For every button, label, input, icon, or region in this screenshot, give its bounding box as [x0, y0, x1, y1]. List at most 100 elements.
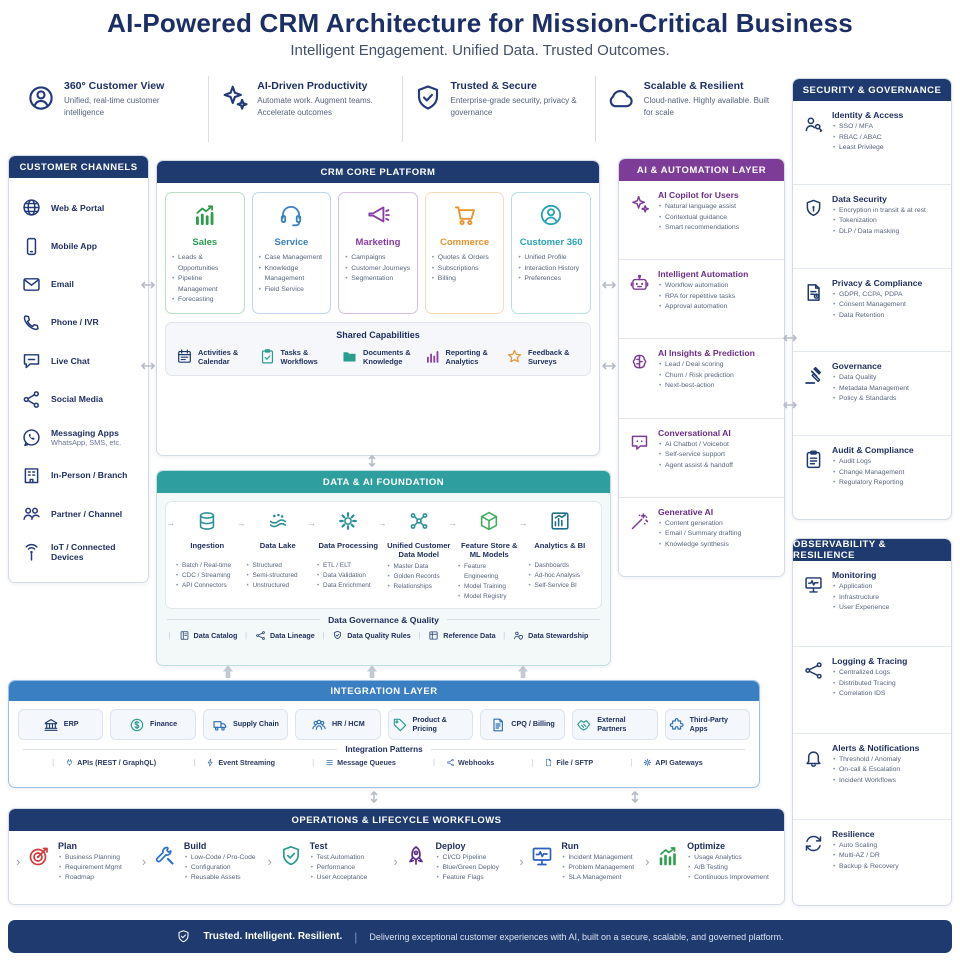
bullet-item: Self-service support [658, 450, 733, 461]
bullet-item: Threshold / Anomaly [832, 755, 919, 766]
monitor-icon [530, 844, 554, 868]
crm-module-card: Commerce Quotes & OrdersSubscriptionsBil… [424, 192, 505, 314]
stage-title: Data Lake [259, 541, 296, 550]
bullet-item: AI Chatbot / Voicebot [658, 440, 733, 451]
clipboard-check-icon [259, 348, 276, 365]
observability-section-title: Alerts & Notifications [832, 742, 920, 753]
value-prop: Trusted & Secure Enterprise-grade securi… [401, 76, 595, 142]
bullet-item: RPA for repetitive tasks [658, 292, 748, 303]
observability-section-title: Monitoring [832, 570, 877, 580]
shared-capability-item: Activities & Calendar [176, 348, 250, 367]
governance-label: Reference Data [443, 630, 496, 640]
governance-label: Data Lineage [269, 630, 315, 640]
footer-description: Delivering exceptional customer experien… [369, 931, 784, 942]
channel-label: Messaging Apps [51, 427, 119, 438]
security-section-title: Identity & Access [832, 110, 904, 120]
bullet-item: Configuration [184, 863, 256, 873]
bullet-item: Regulatory Reporting [832, 478, 914, 489]
channel-item: IoT / Connected Devices [21, 542, 142, 563]
shield-check-icon [413, 83, 443, 113]
system-label: ERP [63, 719, 79, 729]
lifecycle-stage: Build Low-Code / Pro-CodeConfigurationRe… [142, 838, 271, 883]
lineage-icon [803, 660, 824, 681]
bullet-item: Self-Service BI [528, 581, 593, 591]
governance-item: Data Lineage [245, 630, 321, 641]
module-bullets: CampaignsCustomer JourneysSegmentation [344, 253, 412, 285]
footer-bar: Trusted. Intelligent. Resilient. | Deliv… [8, 920, 952, 953]
observability-section: Alerts & Notifications Threshold / Anoma… [793, 732, 951, 819]
value-prop: 360° Customer View Unified, real-time cu… [16, 76, 208, 142]
bullet-item: Contextual guidance [658, 213, 739, 224]
value-prop-desc: Enterprise-grade security, privacy & gov… [450, 96, 577, 117]
bullet-item: Smart recommendations [658, 223, 739, 234]
stage-title: Feature Store & ML Models [460, 541, 518, 560]
connector-arrow [600, 277, 618, 295]
bullet-item: Feature Flags [435, 873, 499, 883]
bullet-item: Change Management [832, 468, 914, 479]
pattern-item: API Gateways [630, 758, 711, 767]
sparkles-icon [629, 194, 650, 215]
bullet-item: CDC / Streaming [175, 571, 240, 581]
ai-section-title: Generative AI [658, 506, 714, 517]
connector-arrow [630, 789, 640, 810]
system-label: Third-Party Apps [689, 715, 728, 733]
ai-section: AI Insights & Prediction Lead / Deal sco… [619, 338, 784, 417]
bullet-item: Requirement Mgmt [58, 863, 122, 873]
bullet-item: Correlation IDS [832, 689, 907, 700]
integration-system-card: ERP [18, 709, 104, 741]
lifecycle-stage: Run Incident ManagementProblem Managemen… [519, 838, 648, 883]
shared-capability-label: Tasks & Workflows [280, 347, 318, 366]
bullet-item: RBAC / ABAC [832, 133, 903, 144]
lifecycle-stage: Test Test AutomationPerformanceUser Acce… [268, 838, 397, 883]
bullet-item: Low-Code / Pro-Code [184, 853, 256, 863]
security-section-title: Governance [832, 361, 882, 372]
bullet-item: Dashboards [528, 561, 593, 571]
shared-capability-item: Documents & Knowledge [341, 348, 415, 367]
connector-arrow [139, 277, 157, 295]
stage-title: Build [183, 841, 207, 851]
module-title: Customer 360 [519, 237, 583, 248]
crm-module-card: Sales Leads & OpportunitiesPipeline Mana… [165, 192, 245, 314]
panel-header: OPERATIONS & LIFECYCLE WORKFLOWS [9, 809, 784, 831]
module-title: Marketing [355, 237, 401, 248]
connector-arrow [366, 664, 378, 684]
lake-icon [267, 510, 289, 532]
bullet-item: Agent assist & handoff [658, 461, 733, 472]
stage-title: Ingestion [190, 541, 225, 550]
bullet-item: GDPR, CCPA, PDPA [832, 290, 922, 301]
bullet-item: Incident Workflows [832, 776, 919, 787]
crm-module-card: Customer 360 Unified ProfileInteraction … [511, 192, 591, 314]
bullet-item: Batch / Real-time [175, 561, 240, 571]
bullet-item: Audit Logs [832, 457, 914, 468]
value-prop-title: AI-Driven Productivity [257, 80, 368, 92]
channel-label: In-Person / Branch [51, 470, 128, 481]
bullet-item: Master Data [387, 562, 452, 572]
bullet-item: Data Quality [832, 373, 909, 384]
steward-icon [513, 630, 524, 641]
bullet-item: Field Service [258, 285, 326, 296]
gavel-icon [803, 365, 824, 386]
mobile-icon [21, 236, 42, 257]
value-prop-title: Scalable & Resilient [643, 80, 744, 92]
ai-section-title: AI Copilot for Users [658, 190, 739, 200]
channel-item: Messaging Apps WhatsApp, SMS, etc. [21, 427, 142, 448]
bullet-item: Subscriptions [431, 264, 499, 275]
share-icon [446, 758, 455, 767]
bullet-item: Blue/Green Deploy [435, 863, 499, 873]
shared-capabilities: Shared Capabilities Activities & Calenda… [165, 321, 591, 377]
value-prop-title: 360° Customer View [64, 80, 165, 92]
value-prop-desc: Cloud-native. Highly available. Built fo… [643, 96, 770, 117]
bullet-item: Model Training [457, 582, 522, 592]
channel-item: Social Media [21, 389, 142, 410]
pattern-label: Event Streaming [218, 758, 276, 768]
bullet-item: Consent Management [832, 300, 922, 311]
sparkles-icon [219, 83, 249, 113]
mail-icon [21, 274, 42, 295]
ai-automation-panel: AI & AUTOMATION LAYER AI Copilot for Use… [618, 158, 785, 577]
channel-item: Email [21, 274, 142, 295]
bullet-item: Pipeline Management [171, 274, 239, 295]
channel-item: Partner / Channel [21, 503, 142, 524]
panel-header: CRM CORE PLATFORM [157, 161, 599, 183]
security-section: Governance Data QualityMetadata Manageme… [793, 351, 951, 435]
analytics-icon [549, 510, 571, 532]
